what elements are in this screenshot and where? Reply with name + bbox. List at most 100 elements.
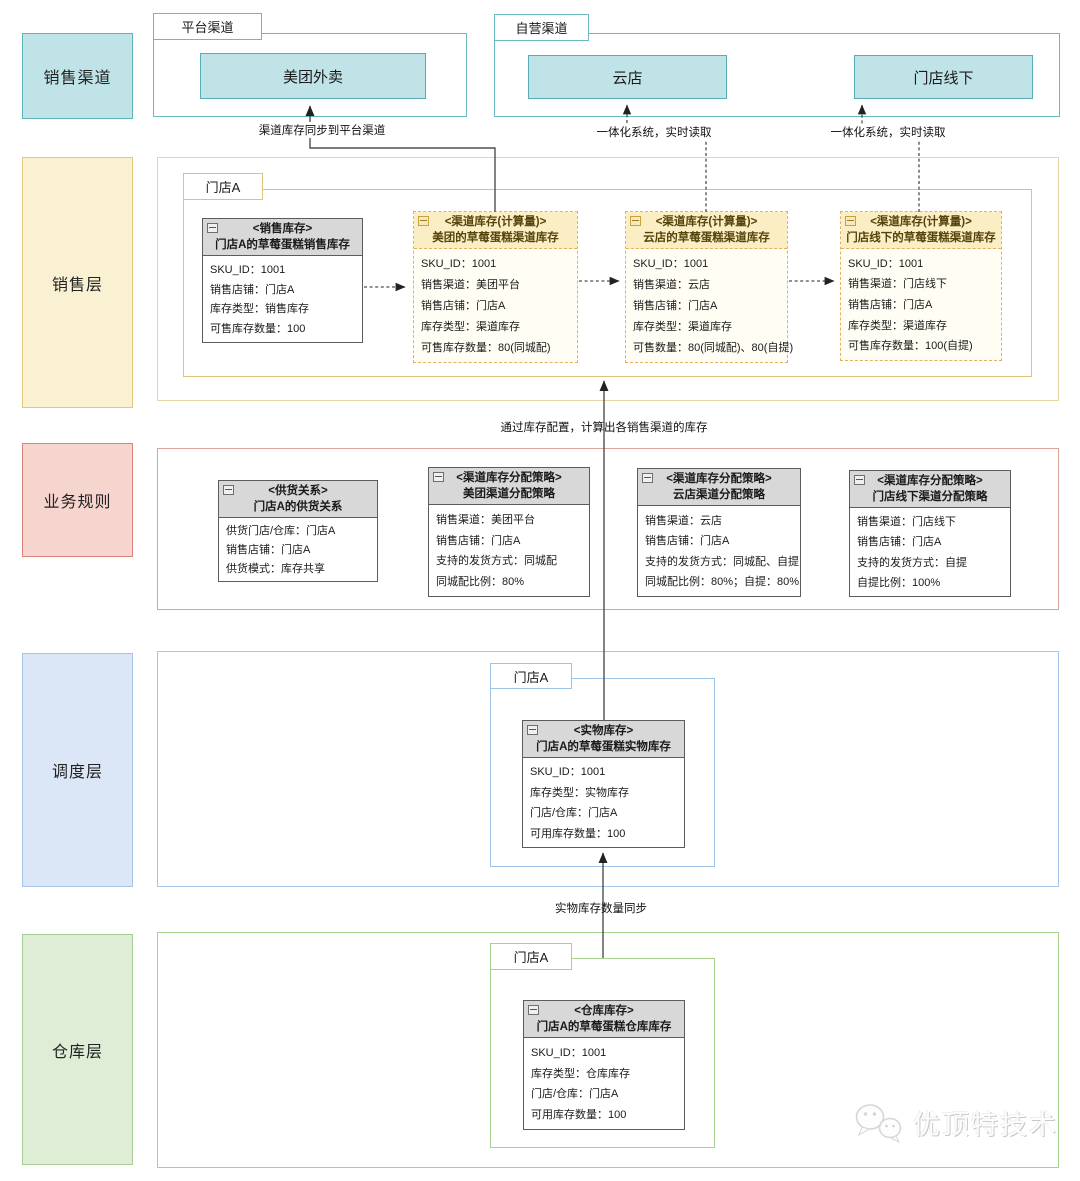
band-label-rules-layer: 业务规则 bbox=[22, 443, 133, 557]
card-title: <实物库存> bbox=[573, 725, 634, 737]
card-field: 销售渠道：门店线下 bbox=[848, 278, 947, 291]
card-subtitle: 门店A的供货关系 bbox=[253, 501, 343, 513]
card-body: 供货门店/仓库：门店A 销售店铺：门店A 供货模式：库存共享 bbox=[219, 518, 377, 581]
card-field: SKU_ID：1001 bbox=[210, 263, 286, 276]
card-field: 销售店铺：门店A bbox=[421, 300, 506, 312]
band-label-sales-channels: 销售渠道 bbox=[22, 33, 133, 119]
entity-card-supply-relation: <供货关系> 门店A的供货关系 供货门店/仓库：门店A 销售店铺：门店A 供货模… bbox=[218, 480, 378, 582]
card-field: 可售数量：80(同城配)、80(自提) bbox=[633, 342, 794, 354]
card-header: <销售库存> 门店A的草莓蛋糕销售库存 bbox=[203, 219, 362, 256]
band-label-sales-layer: 销售层 bbox=[22, 157, 133, 408]
card-header: <渠道库存分配策略> 云店渠道分配策略 bbox=[638, 469, 800, 506]
card-header: <渠道库存分配策略> 美团渠道分配策略 bbox=[429, 468, 589, 505]
entity-card-physical-inventory: <实物库存> 门店A的草莓蛋糕实物库存 SKU_ID：1001 库存类型：实物库… bbox=[522, 720, 685, 848]
card-subtitle: 门店线下渠道分配策略 bbox=[872, 491, 988, 503]
card-title: <渠道库存分配策略> bbox=[666, 473, 772, 485]
card-field: 销售渠道：门店线下 bbox=[857, 516, 956, 529]
edge-label-compute: 通过库存配置，计算出各销售渠道的库存 bbox=[500, 422, 708, 434]
watermark: 优顶特技术 bbox=[853, 1100, 1058, 1144]
card-body: SKU_ID：1001 库存类型：仓库库存 门店/仓库：门店A 可用库存数量：1… bbox=[524, 1038, 684, 1129]
card-field: 可用库存数量：100 bbox=[530, 827, 626, 840]
card-field: 销售店铺：门店A bbox=[645, 535, 730, 548]
card-field: 销售店铺：门店A bbox=[633, 300, 718, 312]
card-body: SKU_ID：1001 销售店铺：门店A 库存类型：销售库存 可售库存数量：10… bbox=[203, 256, 362, 342]
card-body: 销售渠道：美团平台 销售店铺：门店A 支持的发货方式：同城配 同城配比例：80% bbox=[429, 505, 589, 596]
card-field: 门店/仓库：门店A bbox=[531, 1088, 619, 1101]
card-field: 支持的发货方式：自提 bbox=[857, 556, 967, 569]
card-field: SKU_ID：1001 bbox=[531, 1046, 607, 1059]
band-label-warehouse-layer: 仓库层 bbox=[22, 934, 133, 1165]
collapse-icon bbox=[642, 473, 653, 483]
card-field: 销售渠道：云店 bbox=[633, 279, 710, 291]
warehouse-layer-store-a-tab: 门店A bbox=[490, 943, 572, 970]
entity-card-channel-inventory-meituan: <渠道库存(计算量)> 美团的草莓蛋糕渠道库存 SKU_ID：1001 销售渠道… bbox=[413, 211, 578, 363]
edge-label-realtime-read-cloud: 一体化系统，实时读取 bbox=[593, 124, 715, 140]
card-body: SKU_ID：1001 销售渠道：门店线下 销售店铺：门店A 库存类型：渠道库存… bbox=[841, 249, 1001, 360]
card-field: 库存类型：实物库存 bbox=[530, 786, 629, 799]
entity-card-allocation-policy-cloud: <渠道库存分配策略> 云店渠道分配策略 销售渠道：云店 销售店铺：门店A 支持的… bbox=[637, 468, 801, 597]
card-field: 可售库存数量：100 bbox=[210, 323, 306, 336]
card-field: 库存类型：渠道库存 bbox=[633, 321, 732, 333]
card-subtitle: 门店A的草莓蛋糕实物库存 bbox=[536, 741, 671, 753]
card-header: <仓库库存> 门店A的草莓蛋糕仓库库存 bbox=[524, 1001, 684, 1038]
card-field: 同城配比例：80% bbox=[436, 576, 525, 589]
sales-layer-store-a-tab: 门店A bbox=[183, 173, 263, 200]
entity-card-allocation-policy-meituan: <渠道库存分配策略> 美团渠道分配策略 销售渠道：美团平台 销售店铺：门店A 支… bbox=[428, 467, 590, 597]
self-operated-channel-group-tab: 自营渠道 bbox=[494, 14, 589, 41]
card-field: 供货模式：库存共享 bbox=[226, 563, 325, 575]
card-field: SKU_ID：1001 bbox=[421, 258, 497, 270]
card-title: <渠道库存(计算量)> bbox=[655, 216, 758, 228]
card-field: 销售渠道：美团平台 bbox=[436, 513, 535, 526]
collapse-icon bbox=[528, 1005, 539, 1015]
card-field: 可售库存数量：100(自提) bbox=[848, 340, 973, 353]
card-subtitle: 门店线下的草莓蛋糕渠道库存 bbox=[846, 232, 996, 244]
card-field: 销售渠道：云店 bbox=[645, 514, 722, 527]
card-body: SKU_ID：1001 销售渠道：云店 销售店铺：门店A 库存类型：渠道库存 可… bbox=[626, 249, 794, 362]
card-subtitle: 门店A的草莓蛋糕销售库存 bbox=[215, 239, 350, 251]
card-field: 销售店铺：门店A bbox=[210, 283, 295, 296]
channel-node-offline-store: 门店线下 bbox=[854, 55, 1033, 99]
card-header: <渠道库存(计算量)> 云店的草莓蛋糕渠道库存 bbox=[626, 212, 787, 249]
card-field: SKU_ID：1001 bbox=[633, 258, 709, 270]
entity-card-channel-inventory-cloud: <渠道库存(计算量)> 云店的草莓蛋糕渠道库存 SKU_ID：1001 销售渠道… bbox=[625, 211, 794, 363]
channel-node-meituan: 美团外卖 bbox=[200, 53, 426, 99]
card-field: 可售库存数量：80(同城配) bbox=[421, 342, 551, 354]
platform-channel-group-tab: 平台渠道 bbox=[153, 13, 262, 40]
card-title: <销售库存> bbox=[252, 223, 313, 235]
dispatch-layer-store-a-tab: 门店A bbox=[490, 663, 572, 689]
card-header: <供货关系> 门店A的供货关系 bbox=[219, 481, 377, 518]
card-field: 销售店铺：门店A bbox=[848, 298, 933, 311]
card-title: <渠道库存分配策略> bbox=[456, 472, 562, 484]
edge-label-physical-sync: 实物库存数量同步 bbox=[555, 903, 647, 915]
card-field: 支持的发货方式：同城配、自提 bbox=[645, 555, 799, 568]
card-body: 销售渠道：门店线下 销售店铺：门店A 支持的发货方式：自提 自提比例：100% bbox=[850, 508, 1010, 596]
card-field: 销售渠道：美团平台 bbox=[421, 279, 520, 291]
collapse-icon bbox=[845, 216, 856, 226]
card-field: 支持的发货方式：同城配 bbox=[436, 555, 557, 568]
card-header: <渠道库存分配策略> 门店线下渠道分配策略 bbox=[850, 471, 1010, 508]
card-title: <渠道库存分配策略> bbox=[877, 475, 983, 487]
band-label-dispatch-layer: 调度层 bbox=[22, 653, 133, 887]
entity-card-warehouse-inventory: <仓库库存> 门店A的草莓蛋糕仓库库存 SKU_ID：1001 库存类型：仓库库… bbox=[523, 1000, 685, 1130]
channel-node-cloud-store: 云店 bbox=[528, 55, 727, 99]
card-title: <供货关系> bbox=[268, 485, 328, 497]
card-subtitle: 门店A的草莓蛋糕仓库库存 bbox=[536, 1021, 672, 1033]
entity-card-sales-inventory: <销售库存> 门店A的草莓蛋糕销售库存 SKU_ID：1001 销售店铺：门店A… bbox=[202, 218, 363, 343]
entity-card-channel-inventory-offline: <渠道库存(计算量)> 门店线下的草莓蛋糕渠道库存 SKU_ID：1001 销售… bbox=[840, 211, 1002, 361]
card-title: <渠道库存(计算量)> bbox=[870, 216, 972, 228]
watermark-text: 优顶特技术 bbox=[913, 1109, 1058, 1140]
collapse-icon bbox=[854, 475, 865, 485]
card-field: SKU_ID：1001 bbox=[848, 257, 924, 270]
card-field: 可用库存数量：100 bbox=[531, 1109, 627, 1122]
card-field: 自提比例：100% bbox=[857, 576, 941, 589]
card-body: SKU_ID：1001 销售渠道：美团平台 销售店铺：门店A 库存类型：渠道库存… bbox=[414, 249, 577, 362]
card-body: 销售渠道：云店 销售店铺：门店A 支持的发货方式：同城配、自提 同城配比例：80… bbox=[638, 506, 800, 596]
card-field: 销售店铺：门店A bbox=[226, 544, 311, 556]
card-subtitle: 美团渠道分配策略 bbox=[463, 488, 555, 500]
card-title: <仓库库存> bbox=[574, 1005, 634, 1017]
card-field: 销售店铺：门店A bbox=[436, 534, 521, 547]
card-field: 销售店铺：门店A bbox=[857, 536, 942, 549]
card-field: 库存类型：渠道库存 bbox=[421, 321, 520, 333]
card-subtitle: 美团的草莓蛋糕渠道库存 bbox=[432, 232, 559, 244]
card-title: <渠道库存(计算量)> bbox=[444, 216, 547, 228]
